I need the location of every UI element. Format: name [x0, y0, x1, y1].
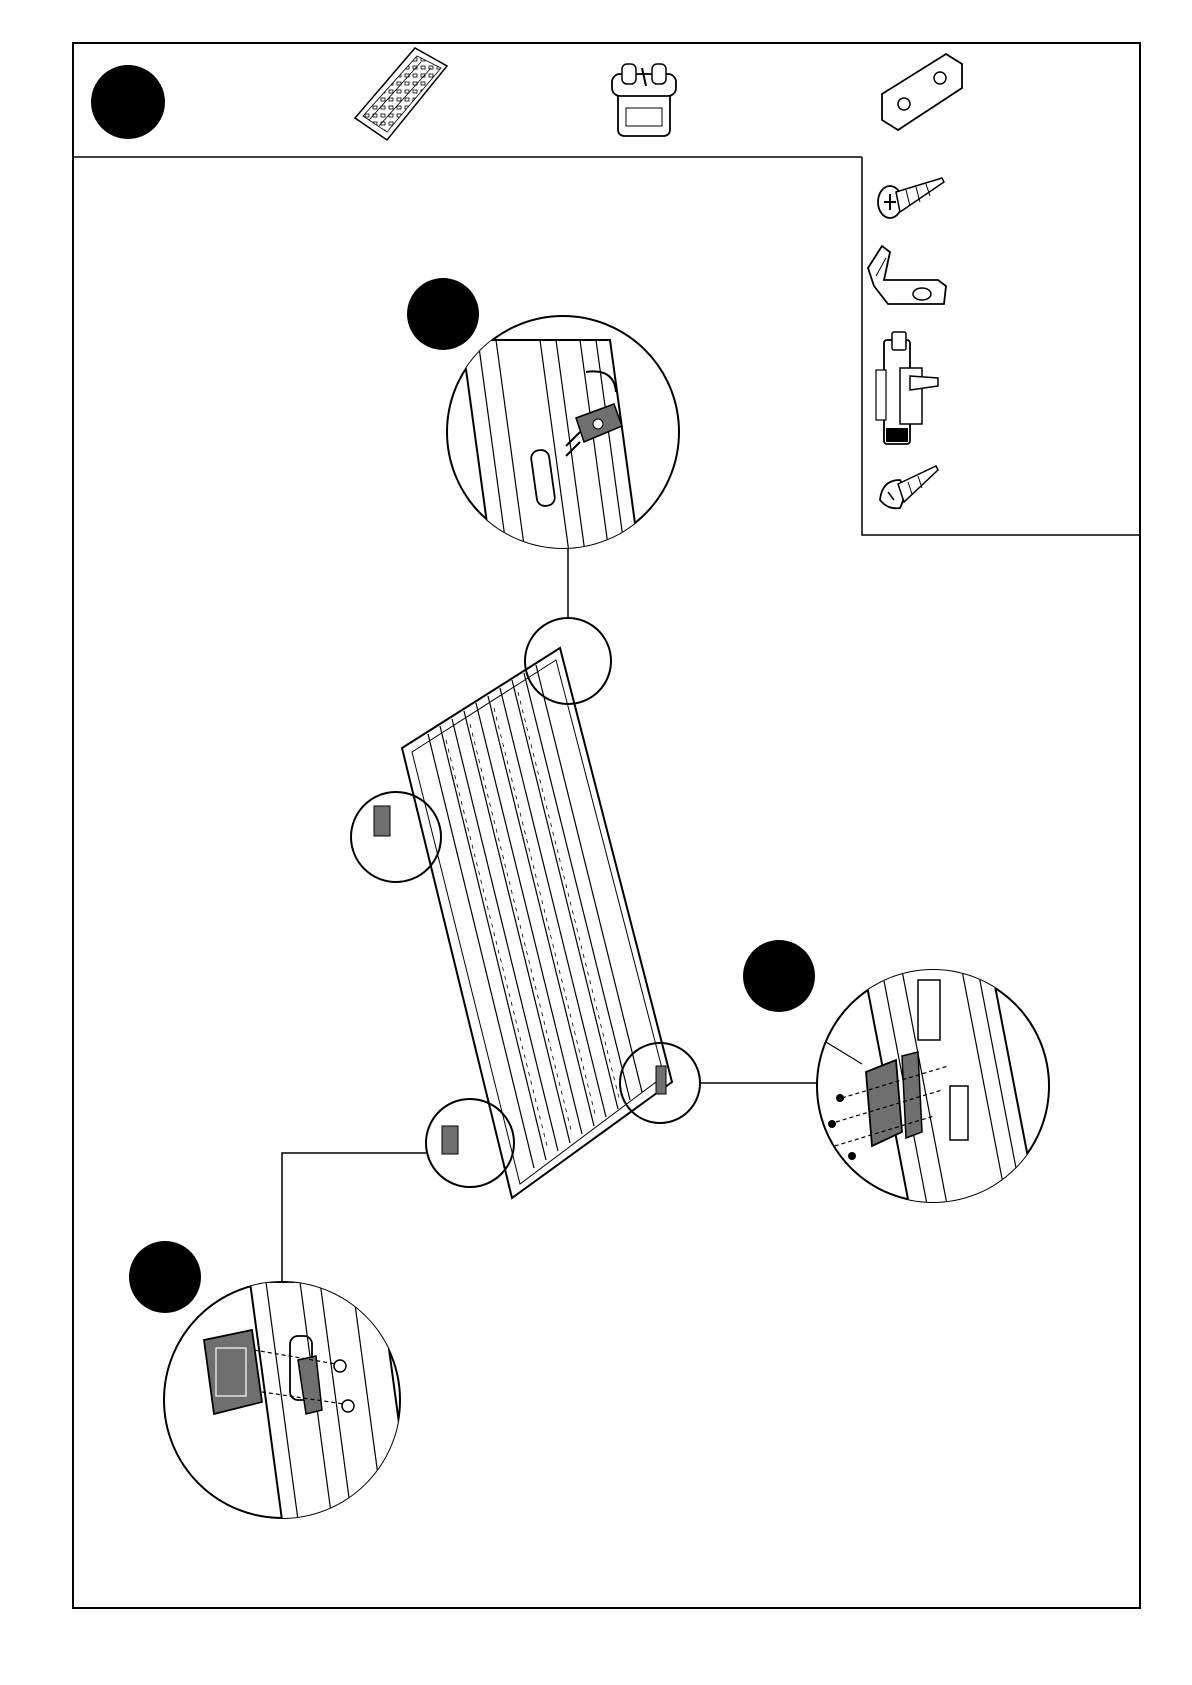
- detail-marker-1: [407, 278, 479, 350]
- latch-icon: [876, 332, 938, 444]
- detail-marker-2: [743, 940, 815, 1012]
- hinge-part: [442, 1126, 458, 1154]
- ribbed-panel-icon: [402, 648, 672, 1198]
- detail-marker-3: [129, 1241, 201, 1313]
- flat-plate-icon: [882, 54, 962, 130]
- hinge-icon: [612, 64, 676, 136]
- latch-part: [656, 1066, 666, 1094]
- panel-icon: [355, 48, 447, 140]
- countersunk-screw-icon: [878, 178, 944, 218]
- step-marker: [91, 65, 165, 139]
- hinge-part: [374, 806, 390, 836]
- l-bracket-icon: [868, 246, 946, 304]
- pan-head-screw-icon: [880, 466, 938, 508]
- detail-top-illustration: [462, 340, 640, 560]
- leader-line: [282, 1153, 426, 1282]
